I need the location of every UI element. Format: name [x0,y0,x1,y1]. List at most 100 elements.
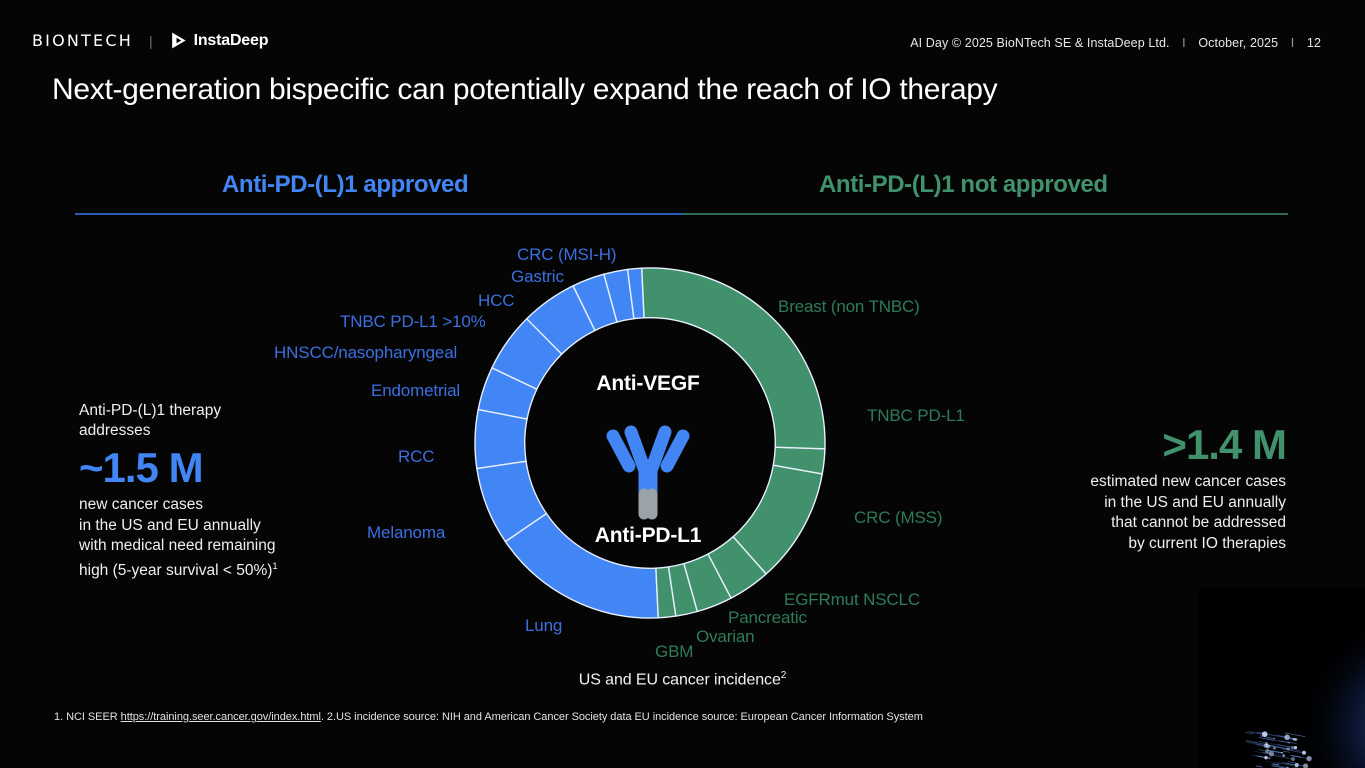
particle-streak [1289,754,1311,760]
particle-streak [1246,741,1268,747]
donut-slice-label: CRC (MSI-H) [517,245,617,264]
left-stat-lead-line-2: addresses [79,422,151,439]
particle-streak [1264,752,1289,758]
particle-streak [1267,744,1275,747]
particle-streak [1282,750,1291,753]
particle-streak [1256,743,1269,748]
particle-streak [1257,755,1271,759]
donut-slice[interactable] [477,366,538,420]
donut-slice[interactable] [474,408,528,470]
particle-streak [1264,733,1288,739]
particle-streak [1258,741,1268,744]
particle-streak [1254,751,1269,755]
particle-streak [1251,754,1267,759]
particle-streak [1276,751,1284,754]
chart-caption: US and EU cancer incidence2 [0,670,1365,689]
particle-dot [1265,743,1268,746]
particle-streak [1276,761,1294,767]
particle-streak [1276,744,1297,749]
particle-streak [1249,731,1266,735]
particle-streak [1267,749,1283,754]
particle-streak [1295,763,1307,767]
donut-slice-label: HCC [478,291,515,310]
particle-streak [1266,744,1290,750]
donut-slice[interactable] [667,562,699,617]
particle-streak [1275,753,1285,757]
donut-slice[interactable] [772,446,826,475]
particle-dot [1265,744,1271,749]
particle-streak [1244,731,1255,735]
center-label-top: Anti-VEGF [596,372,700,395]
left-stat-body-line-3: with medical need remaining [79,537,276,554]
particle-streak [1255,742,1268,746]
right-stat-body-line-3: that cannot be addressed [1111,514,1286,531]
particle-streak [1258,737,1275,741]
slide-header: BIONTECH | InstaDeep AI Day © 2025 BioNT… [0,0,1365,66]
header-date: October, 2025 [1198,36,1279,50]
particle-streak [1259,735,1276,740]
particle-streak [1262,751,1273,755]
particle-dot [1290,745,1295,750]
divider-rule-left [75,213,682,215]
particle-streak [1279,740,1290,744]
column-heading-approved: Anti-PD-(L)1 approved [222,171,469,198]
particle-streak [1245,740,1258,744]
left-stat-body-line-4-text: high (5-year survival < 50%) [79,561,273,579]
donut-slice-label: RCC [398,447,435,466]
particle-dot [1290,756,1296,762]
left-stat-block: Anti-PD-(L)1 therapy addresses ~1.5 M ne… [79,401,329,581]
particle-streak [1265,760,1281,765]
donut-slice[interactable] [707,535,768,600]
particle-streak [1287,737,1295,740]
donut-slice[interactable] [476,460,548,543]
donut-slice[interactable] [572,273,618,332]
header-page-number: 12 [1306,36,1321,50]
donut-slice[interactable] [602,268,635,323]
particle-dot [1293,745,1298,750]
particle-dot [1284,734,1290,741]
center-label-bottom: Anti-PD-L1 [594,524,702,547]
donut-svg [474,267,826,619]
particle-streak [1286,741,1298,745]
particle-streak [1257,732,1266,735]
donut-slice-label: Endometrial [371,381,461,400]
particle-dot [1263,743,1269,748]
footnote-prefix: 1. NCI SEER [54,711,121,723]
donut-slice[interactable] [504,512,659,619]
particle-dot [1273,746,1276,750]
donut-slice-label: HNSCC/nasopharyngeal [274,343,458,362]
donut-slice[interactable] [525,284,596,356]
particle-streak [1266,738,1289,743]
page-title: Next-generation bispecific can potential… [52,73,998,106]
header-meta: AI Day © 2025 BioNTech SE & InstaDeep Lt… [910,36,1321,50]
donut-slice-label: GBM [655,642,694,661]
footnote-link[interactable]: https://training.seer.cancer.gov/index.h… [120,711,321,723]
particle-streak [1275,745,1292,750]
instadeep-play-icon [171,32,186,49]
particle-streak [1287,737,1297,741]
header-copyright: AI Day © 2025 BioNTech SE & InstaDeep Lt… [910,36,1170,50]
instadeep-logo-text: InstaDeep [193,31,269,49]
right-stat-value: >1.4 M [1162,421,1287,468]
particle-dot [1294,762,1299,768]
header-meta-sep-2: I [1290,36,1295,50]
logo-divider: | [148,32,153,49]
donut-slice[interactable] [641,267,826,450]
donut-slice-label: CRC (MSS) [854,508,943,527]
donut-slice[interactable] [655,566,677,619]
particle-dot [1281,751,1283,754]
donut-slice-label: Pancreatic [728,608,807,627]
particle-dot [1273,737,1276,740]
biontech-logo: BIONTECH [32,31,133,50]
donut-slice[interactable] [683,553,733,613]
left-stat-body: new cancer cases in the US and EU annual… [79,495,329,581]
donut-slice[interactable] [490,317,563,391]
right-stat-body-line-1: estimated new cancer cases [1090,473,1286,490]
donut-slice[interactable] [732,464,824,575]
particle-dot [1303,763,1309,768]
left-stat-body-line-4: high (5-year survival < 50%)1 [79,557,329,582]
right-stat-block: >1.4 M estimated new cancer cases in the… [1026,418,1287,554]
particle-dot [1262,731,1268,737]
particle-streak [1274,734,1299,741]
particle-dot [1264,756,1267,759]
